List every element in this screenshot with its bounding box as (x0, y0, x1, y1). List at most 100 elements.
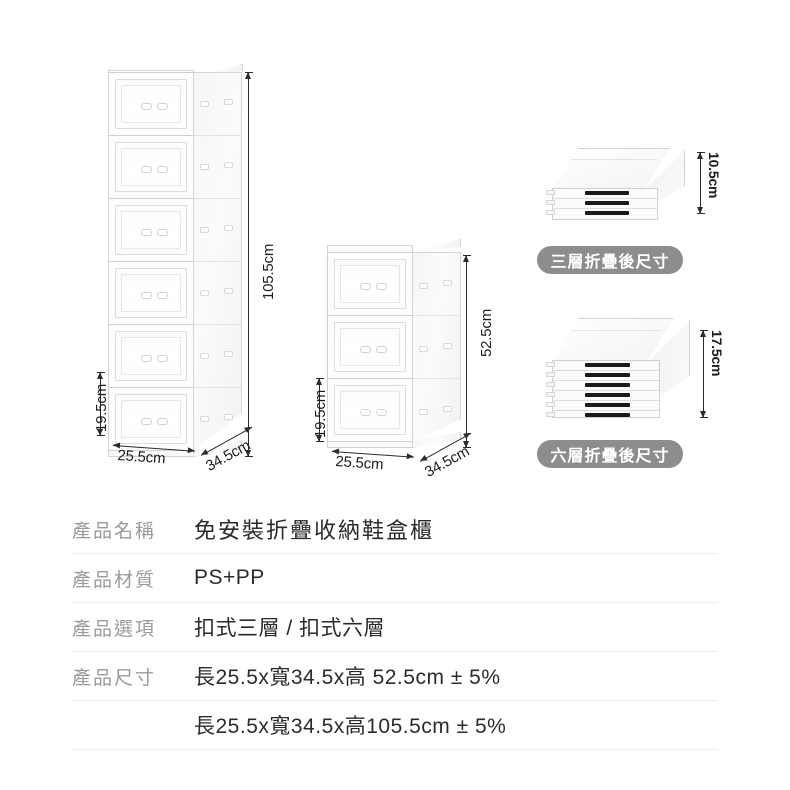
arrowhead-right (187, 446, 196, 454)
arrowhead-down (315, 435, 322, 442)
door-knob (141, 292, 152, 299)
spec-table: 產品名稱 免安裝折疊收納鞋盒櫃 產品材質 PS+PP 產品選項 扣式三層 / 扣… (72, 505, 718, 750)
stack-layer (553, 198, 657, 199)
cabinet-tier-5 (108, 324, 194, 388)
cabinet-side-panel (193, 72, 242, 451)
three-tier-folded-stack (540, 148, 700, 238)
spec-row-options: 產品選項 扣式三層 / 扣式六層 (72, 603, 718, 652)
stack-front-face (552, 188, 658, 220)
door-knob (376, 346, 387, 353)
arrowhead-up (699, 330, 706, 337)
cabinet-side-pin (200, 416, 209, 422)
stack-lip (546, 200, 555, 205)
cabinet-side-band (413, 315, 460, 316)
stack-lip (546, 382, 555, 387)
cabinet-side-band (194, 324, 241, 325)
door-knob (141, 355, 152, 362)
cabinet-tier-6 (108, 387, 194, 451)
cabinet-side-pin (200, 353, 209, 359)
stack-slit (585, 413, 630, 417)
door-knob (157, 229, 168, 236)
door-knob (141, 229, 152, 236)
cabinet-side-band (413, 378, 460, 379)
arrowhead-right (243, 423, 253, 433)
stack-layer (553, 400, 659, 401)
spec-label: 產品選項 (72, 618, 157, 640)
dimension-label-height-105: 105.5cm (260, 243, 277, 300)
door-knob (360, 409, 371, 416)
spec-value: PS+PP (194, 566, 265, 589)
cabinet-side-pin (200, 101, 209, 107)
dimension-line-height-175cm (699, 330, 708, 418)
six-tier-cabinet-body (108, 72, 243, 457)
spec-row-material: 產品材質 PS+PP (72, 554, 718, 603)
door-knob (376, 283, 387, 290)
cabinet-side-pin (443, 343, 452, 349)
stack-slit (585, 373, 630, 377)
cabinet-side-band (194, 135, 241, 136)
cabinet-side-pin (200, 164, 209, 170)
dimension-label-tier-195-tall: 19.5cm (93, 384, 110, 432)
door-knob (157, 292, 168, 299)
stack-lip (546, 402, 555, 407)
cabinet-side-pin (224, 414, 233, 420)
cabinet-tier-3 (108, 198, 194, 262)
arrowhead-down (699, 411, 706, 418)
cabinet-side-pin (419, 346, 428, 352)
dimension-label-folded-six-height: 17.5cm (709, 330, 725, 377)
cabinet-side-pin (224, 351, 233, 357)
stack-lip (546, 372, 555, 377)
cabinet-side-pin (419, 283, 428, 289)
dimension-line-height-525 (462, 255, 471, 448)
arrowhead-up (244, 72, 251, 79)
cabinet-side-top (412, 239, 461, 253)
arrowhead-up (96, 372, 103, 379)
stack-slit (585, 403, 630, 407)
dimension-line-height-105 (244, 72, 253, 457)
cabinet-side-band (194, 387, 241, 388)
spec-label: 產品尺寸 (72, 667, 157, 689)
stack-slit (585, 211, 629, 215)
badge-three-tier-folded: 三層折疊後尺寸 (537, 246, 683, 274)
arrowhead-down (96, 429, 103, 436)
cabinet-side-pin (224, 225, 233, 231)
door-knob (141, 103, 152, 110)
dimension-label-width-255-short: 25.5cm (334, 453, 384, 474)
cabinet-tier-2 (327, 315, 413, 379)
dimension-label-height-525: 52.5cm (478, 309, 495, 357)
cabinet-side-band (194, 261, 241, 262)
cabinet-tier-1 (327, 252, 413, 316)
stack-lip (546, 412, 555, 417)
badge-six-tier-folded: 六層折疊後尺寸 (537, 440, 683, 468)
cabinet-side-pin (224, 162, 233, 168)
stack-slit (585, 383, 630, 387)
door-knob (157, 355, 168, 362)
stack-lip (546, 190, 555, 195)
door-knob (157, 103, 168, 110)
cabinet-side-pin (200, 227, 209, 233)
arrowhead-down (696, 207, 703, 214)
cabinet-side-pin (443, 406, 452, 412)
stack-slit (585, 363, 630, 367)
door-knob (360, 283, 371, 290)
stack-lip (546, 392, 555, 397)
spec-value: 免安裝折疊收納鞋盒櫃 (194, 518, 435, 543)
dimension-label-width-255-tall: 25.5cm (116, 447, 166, 468)
door-knob (157, 166, 168, 173)
stack-lip (546, 210, 555, 215)
door-knob (157, 418, 168, 425)
arrowhead-down (244, 450, 251, 457)
cabinet-side-pin (443, 280, 452, 286)
stack-layer (553, 208, 657, 209)
stack-slit (585, 393, 630, 397)
door-knob (376, 409, 387, 416)
cabinet-side-pin (224, 99, 233, 105)
door-knob (141, 166, 152, 173)
stack-slit (585, 191, 629, 195)
stack-layer (553, 410, 659, 411)
door-knob (360, 346, 371, 353)
dimension-line-height-105cm (696, 152, 705, 214)
spec-value: 長25.5x寬34.5x高105.5cm ± 5% (194, 715, 507, 738)
cabinet-base-foot (327, 441, 413, 448)
